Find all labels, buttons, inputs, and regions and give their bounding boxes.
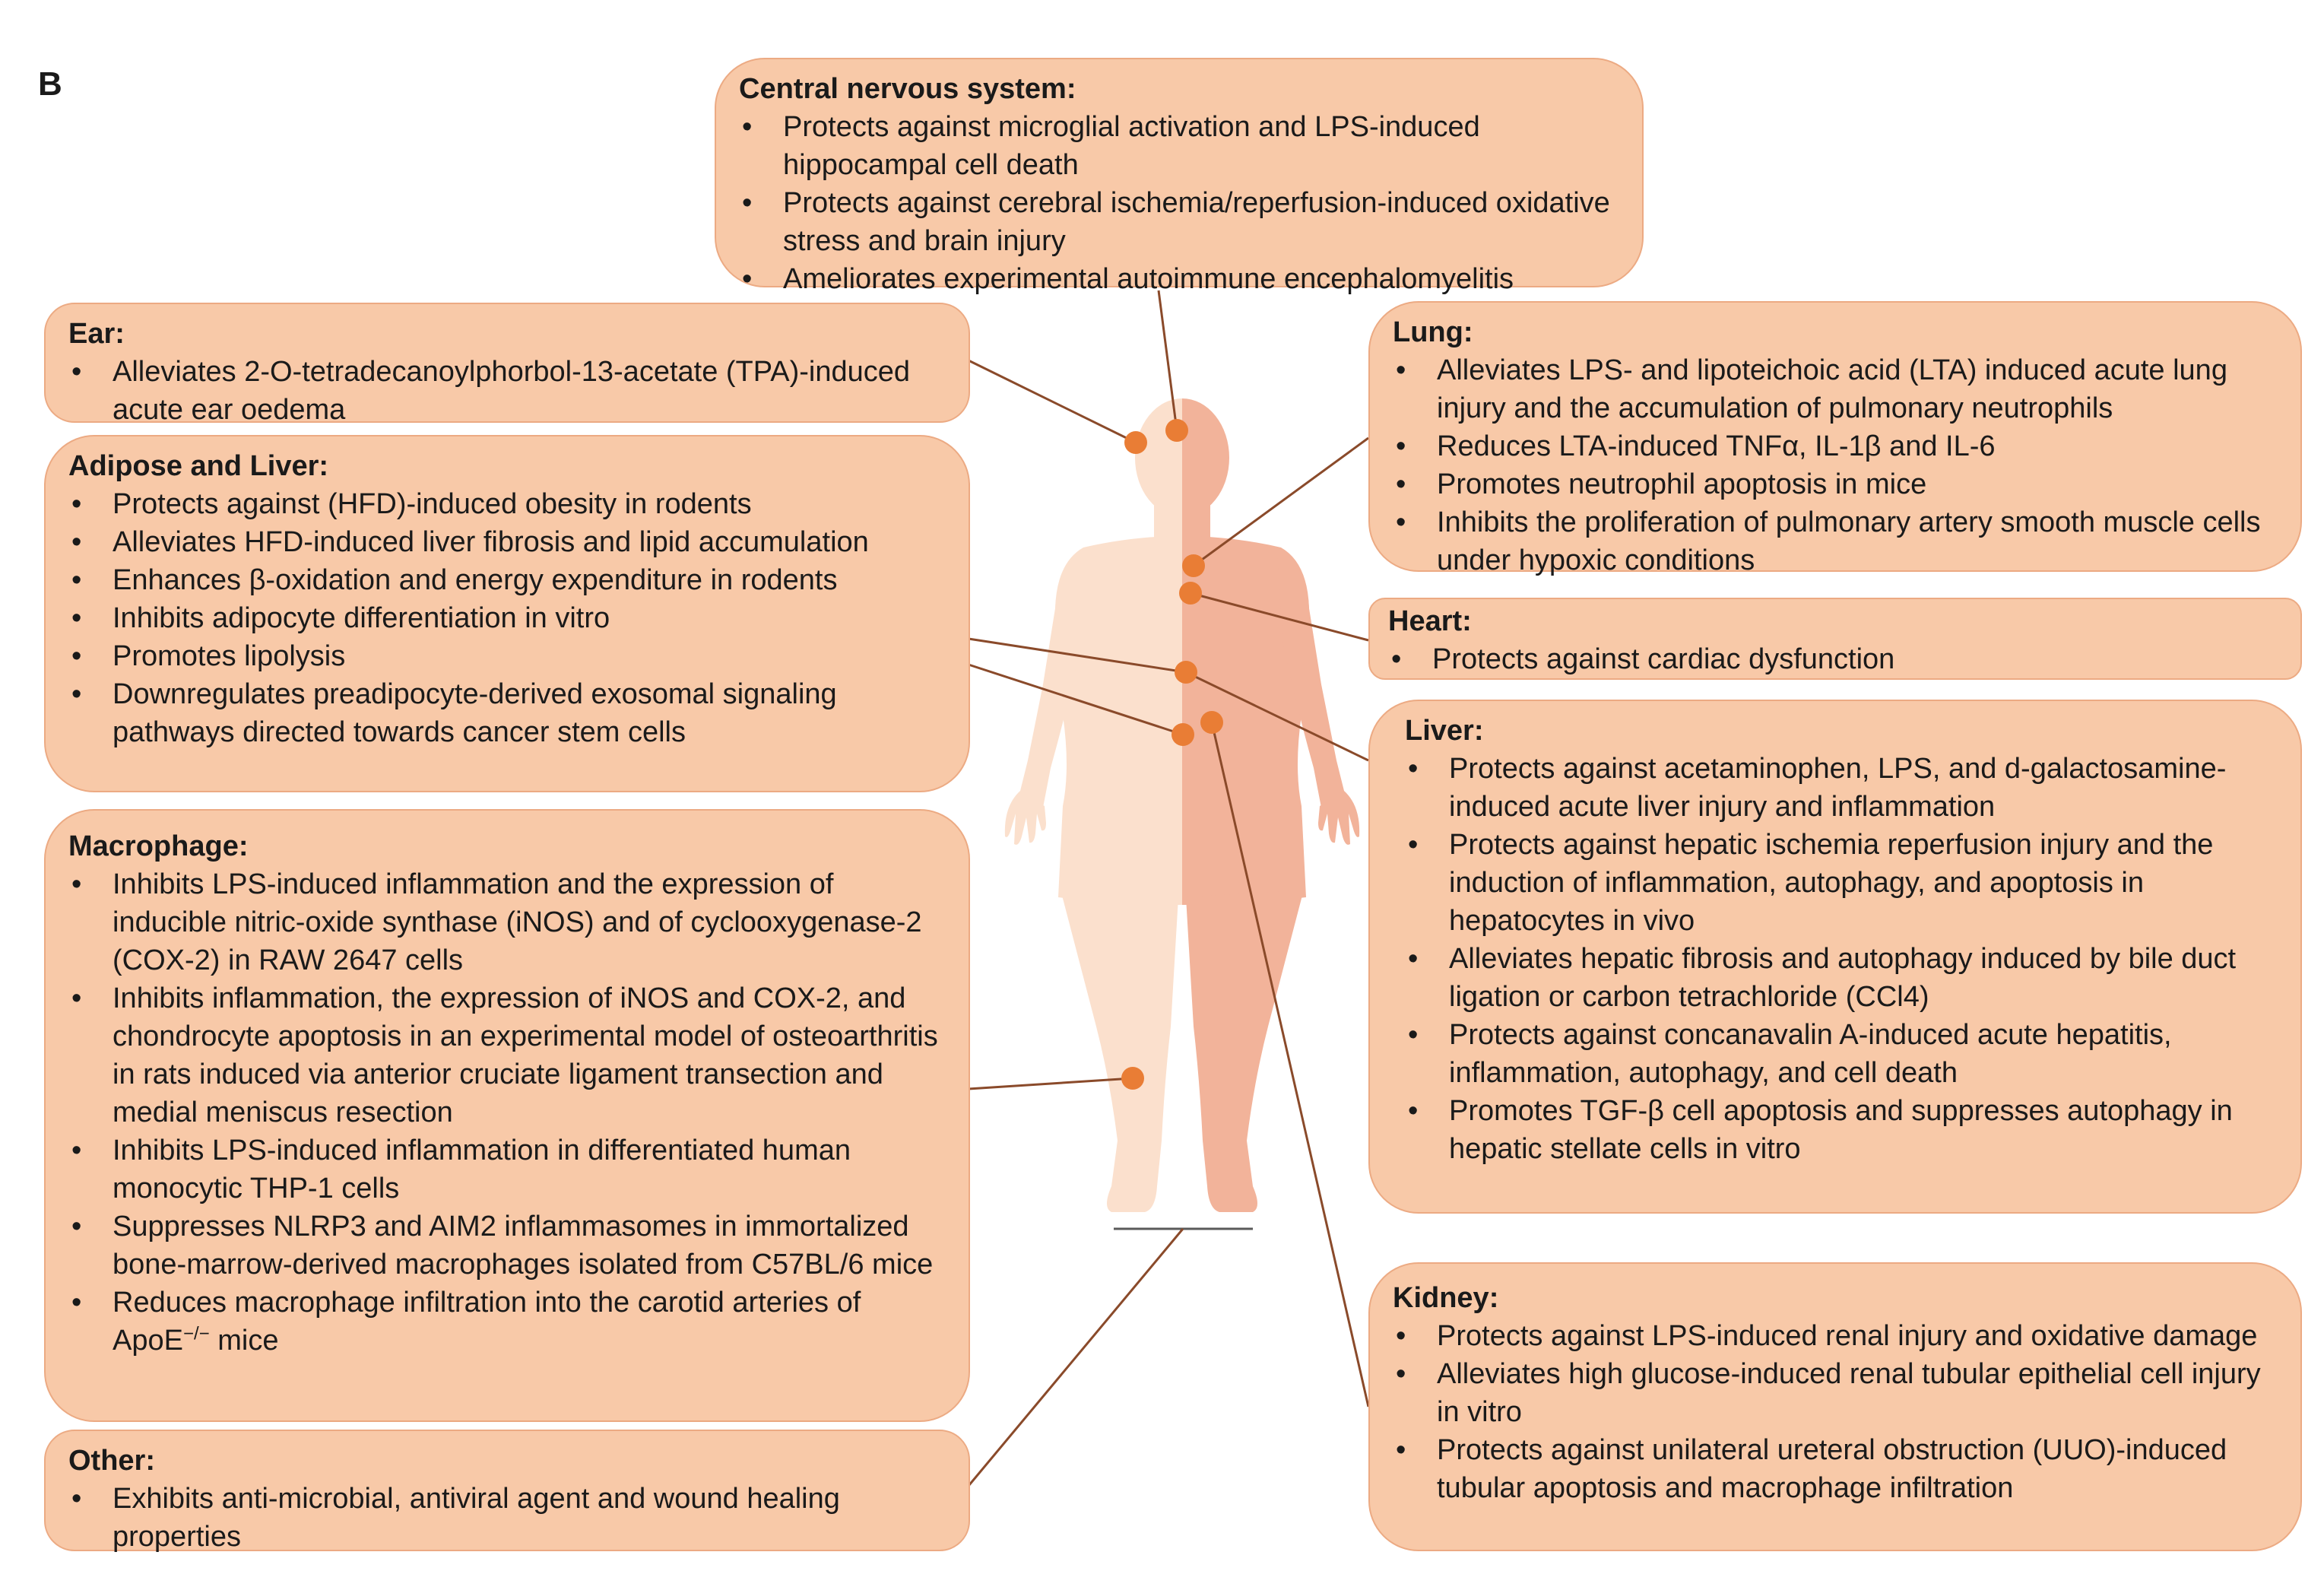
list-item: Reduces LTA-induced TNFα, IL-1β and IL-6	[1393, 427, 2278, 465]
macrophage-box: Macrophage: Inhibits LPS-induced inflamm…	[44, 809, 970, 1422]
list-item: Alleviates high glucose-induced renal tu…	[1393, 1355, 2278, 1431]
kidney-dot	[1200, 711, 1223, 734]
lung-dot	[1182, 554, 1205, 577]
connector-adipose-liver	[968, 637, 1187, 674]
list-item: Protects against hepatic ischemia reperf…	[1405, 826, 2278, 940]
adipose-dot	[1172, 723, 1194, 746]
connector-liver	[1185, 671, 1369, 762]
connector-macrophage	[968, 1077, 1133, 1090]
list-item: Inhibits LPS-induced inflammation in dif…	[68, 1131, 938, 1208]
other-list: Exhibits anti-microbial, antiviral agent…	[68, 1480, 946, 1556]
list-item: Promotes neutrophil apoptosis in mice	[1393, 465, 2278, 503]
list-item: Promotes TGF-β cell apoptosis and suppre…	[1405, 1092, 2278, 1168]
apoe-superscript: −/−	[182, 1323, 210, 1344]
list-item: Promotes lipolysis	[68, 637, 946, 675]
list-item: Protects against unilateral ureteral obs…	[1393, 1431, 2278, 1507]
knee-dot	[1121, 1067, 1144, 1090]
list-item: Protects against microglial activation a…	[739, 108, 1619, 184]
list-item: Ameliorates experimental autoimmune ence…	[739, 260, 1619, 298]
kidney-list: Protects against LPS-induced renal injur…	[1393, 1317, 2278, 1507]
brain-dot	[1165, 419, 1188, 442]
panel-label: B	[38, 65, 62, 103]
list-item: Inhibits LPS-induced inflammation and th…	[68, 865, 938, 979]
cns-box: Central nervous system: Protects against…	[715, 58, 1644, 298]
connector-kidney	[1210, 722, 1370, 1408]
list-item: Exhibits anti-microbial, antiviral agent…	[68, 1480, 946, 1556]
list-item: Inhibits the proliferation of pulmonary …	[1393, 503, 2278, 579]
heart-box: Heart: Protects against cardiac dysfunct…	[1368, 598, 2302, 680]
list-item: Enhances β-oxidation and energy expendit…	[68, 561, 946, 599]
list-item: Protects against cardiac dysfunction	[1388, 640, 2278, 678]
heart-list: Protects against cardiac dysfunction	[1388, 640, 2278, 678]
list-item: Alleviates 2-O-tetradecanoylphorbol-13-a…	[68, 353, 946, 429]
list-item: Alleviates hepatic fibrosis and autophag…	[1405, 940, 2278, 1016]
other-title: Other:	[68, 1445, 155, 1477]
adipose-liver-box: Adipose and Liver: Protects against (HFD…	[44, 435, 970, 792]
lung-box: Lung: Alleviates LPS- and lipoteichoic a…	[1368, 301, 2302, 576]
liver-dot	[1175, 661, 1197, 684]
body-right-half	[1182, 398, 1360, 1212]
ear-dot	[1124, 431, 1147, 454]
ear-title: Ear:	[68, 318, 125, 350]
list-item: Protects against (HFD)-induced obesity i…	[68, 485, 946, 523]
list-item: Protects against cerebral ischemia/reper…	[739, 184, 1619, 260]
apoe-item-suffix: mice	[209, 1325, 279, 1357]
list-item: Protects against LPS-induced renal injur…	[1393, 1317, 2278, 1355]
apoe-item-text: Reduces macrophage infiltration into the…	[113, 1287, 861, 1357]
connector-other	[967, 1228, 1184, 1487]
connector-adipose	[968, 663, 1184, 736]
kidney-title: Kidney:	[1393, 1282, 1499, 1314]
list-item: Suppresses NLRP3 and AIM2 inflammasomes …	[68, 1208, 938, 1284]
heart-dot	[1179, 582, 1202, 605]
liver-box: Liver: Protects against acetaminophen, L…	[1368, 700, 2302, 1214]
other-box: Other: Exhibits anti-microbial, antivira…	[44, 1430, 970, 1553]
cns-title: Central nervous system:	[739, 73, 1076, 105]
liver-list: Protects against acetaminophen, LPS, and…	[1405, 750, 2278, 1168]
ear-list: Alleviates 2-O-tetradecanoylphorbol-13-a…	[68, 353, 946, 429]
connector-ear	[968, 359, 1137, 444]
connector-lung	[1193, 436, 1369, 567]
connector-heart	[1190, 592, 1369, 642]
list-item: Alleviates LPS- and lipoteichoic acid (L…	[1393, 351, 2278, 427]
list-item: Alleviates HFD-induced liver fibrosis an…	[68, 523, 946, 561]
adipose-liver-title: Adipose and Liver:	[68, 450, 329, 482]
macrophage-title: Macrophage:	[68, 830, 249, 862]
liver-title: Liver:	[1405, 715, 1484, 747]
cns-list: Protects against microglial activation a…	[739, 108, 1619, 298]
list-item: Protects against acetaminophen, LPS, and…	[1405, 750, 2278, 826]
list-item: Reduces macrophage infiltration into the…	[68, 1284, 938, 1360]
heart-title: Heart:	[1388, 605, 1472, 637]
lung-title: Lung:	[1393, 316, 1473, 348]
ear-box: Ear: Alleviates 2-O-tetradecanoylphorbol…	[44, 303, 970, 426]
list-item: Inhibits adipocyte differentiation in vi…	[68, 599, 946, 637]
connector-cns	[1157, 290, 1178, 431]
macrophage-list: Inhibits LPS-induced inflammation and th…	[68, 865, 938, 1360]
list-item: Inhibits inflammation, the expression of…	[68, 979, 938, 1131]
list-item: Protects against concanavalin A-induced …	[1405, 1016, 2278, 1092]
list-item: Downregulates preadipocyte-derived exoso…	[68, 675, 946, 751]
lung-list: Alleviates LPS- and lipoteichoic acid (L…	[1393, 351, 2278, 579]
adipose-liver-list: Protects against (HFD)-induced obesity i…	[68, 485, 946, 751]
kidney-box: Kidney: Protects against LPS-induced ren…	[1368, 1262, 2302, 1551]
